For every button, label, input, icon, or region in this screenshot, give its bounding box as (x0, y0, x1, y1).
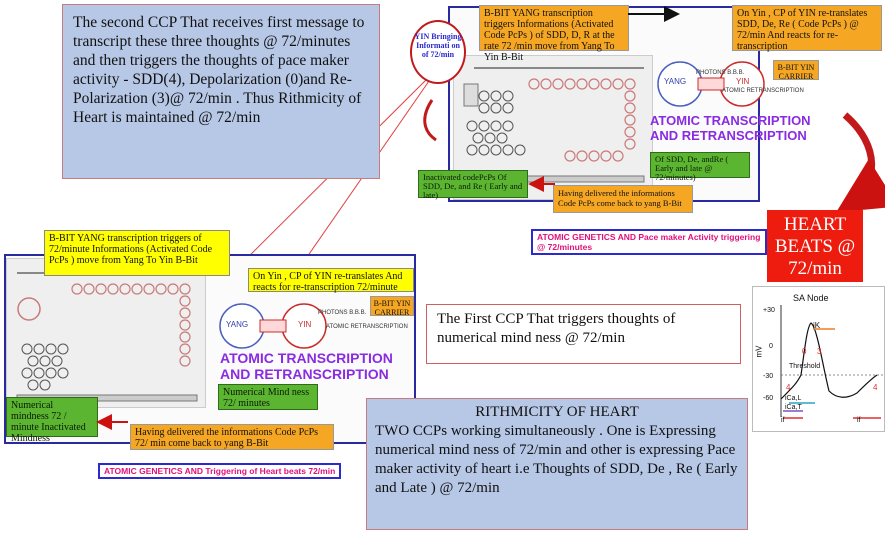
yin-bubble: YIN Bringing Informati on of 72/min (410, 20, 466, 84)
tick-plus30: +30 (763, 307, 775, 314)
bottom-green-left: Numerical mindness 72 / minute Inactivat… (6, 397, 98, 444)
current-icat: iCa,T (785, 404, 802, 411)
rithmicity-title: RITHMICITY OF HEART (475, 404, 639, 420)
phase-3: 3 (817, 347, 822, 356)
top-yang-yin-cycle (657, 61, 765, 107)
phase-4b: 4 (873, 383, 878, 392)
bottom-yang-label: YANG (226, 320, 249, 329)
current-if-a: if (781, 417, 785, 424)
current-ik: iK (813, 321, 821, 330)
top-delivered-note: Having delivered the informations Code P… (553, 185, 693, 213)
bottom-yin-carrier: B-BIT YIN CARRIER (370, 296, 414, 317)
top-yin-label: YIN (736, 77, 750, 86)
bottom-yin-note: On Yin , CP of YIN re-translates And rea… (248, 268, 414, 293)
second-ccp-text: The second CCP That receives first messa… (73, 14, 365, 126)
top-green-right: Of SDD, De, andRe ( Early and late @ 72/… (650, 152, 750, 182)
top-yin-carrier: B-BIT YIN CARRIER (773, 60, 819, 81)
tick-0: 0 (769, 343, 773, 350)
top-genetics-diagram (453, 55, 653, 200)
current-if-b: if (857, 417, 861, 424)
second-ccp-box: The second CCP That receives first messa… (62, 4, 380, 179)
bottom-yin-label: YIN (298, 320, 312, 329)
top-green-left: Inactivated codePcPs Of SDD, De, and Re … (418, 170, 528, 200)
bottom-genetics-diagram (6, 258, 206, 408)
phase-0: 0 (802, 347, 807, 356)
heart-beats-box: HEART BEATS @ 72/min (767, 210, 863, 282)
first-ccp-box: The First CCP That triggers thoughts of … (426, 304, 741, 364)
bottom-atomic-title: ATOMIC TRANSCRIPTION AND RETRANSCRIPTION (220, 350, 393, 382)
bottom-genetics-tag: ATOMIC GENETICS AND Triggering of Heart … (98, 463, 342, 479)
current-ical: iCa,L (785, 395, 802, 402)
bottom-yang-yin-cycle (219, 303, 327, 349)
tick-minus30: -30 (763, 373, 774, 380)
sa-node-graph: SA Node mV +30 0 -30 -60 iK Threshold 0 … (752, 286, 885, 432)
curved-arrow (836, 112, 885, 213)
top-curve-arrow (423, 99, 437, 142)
top-atomic-retrans: ATOMIC RETRANSCRIPTION (722, 88, 804, 94)
top-photons: PHOTONS B.B.B. (696, 70, 745, 76)
top-yang-note: B-BIT YANG transcription triggers Inform… (479, 5, 629, 63)
top-atomic-title: ATOMIC TRANSCRIPTION AND RETRANSCRIPTION (650, 113, 811, 143)
top-yin-note: On Yin , CP of YIN re-translates SDD, De… (732, 5, 882, 52)
sa-node-title: SA Node (793, 293, 829, 303)
rithmicity-box: RITHMICITY OF HEART TWO CCPs working sim… (366, 398, 748, 530)
bottom-atomic-retrans: ATOMIC RETRANSCRIPTION (326, 324, 408, 330)
threshold-label: Threshold (789, 363, 821, 370)
bottom-green-right: Numerical Mind ness 72/ minutes (218, 384, 318, 410)
tick-minus60: -60 (763, 395, 774, 402)
bottom-yang-note: B-BIT YANG transcription triggers of 72/… (44, 230, 230, 276)
phase-4a: 4 (786, 383, 791, 392)
action-potential-curve (780, 305, 883, 419)
rithmicity-body: TWO CCPs working simultaneously . One is… (375, 423, 738, 496)
top-genetics-tag: ATOMIC GENETICS AND Pace maker Activity … (531, 229, 767, 255)
top-yang-label: YANG (664, 77, 687, 86)
code-pcp-diagram (463, 67, 645, 183)
bottom-photons: PHOTONS B.B.B. (318, 310, 367, 316)
bottom-delivered-note: Having delivered the informations Code P… (130, 424, 334, 450)
